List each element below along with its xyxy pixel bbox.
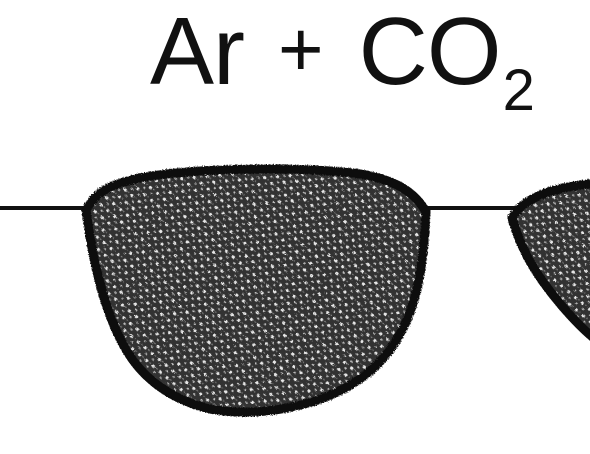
plus-sign: +: [278, 5, 324, 93]
argon-text: Ar: [150, 0, 245, 105]
weld-bead-main: [81, 164, 431, 417]
shielding-gas-label: Ar+CO2: [150, 4, 535, 123]
weld-bead-partial: [507, 179, 590, 341]
carbon-dioxide-text: CO: [358, 0, 502, 105]
subscript-two: 2: [502, 58, 535, 123]
